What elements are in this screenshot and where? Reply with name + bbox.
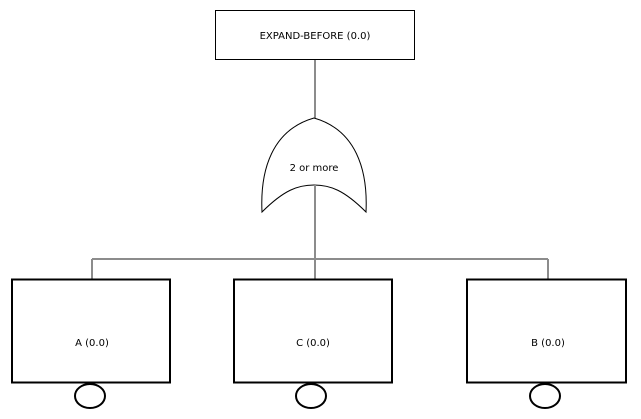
event-c-box[interactable]: [233, 278, 393, 384]
basic-event-c[interactable]: C (0.0): [233, 278, 393, 409]
top-event-node[interactable]: EXPAND-BEFORE (0.0): [215, 10, 415, 60]
event-a-circle-icon: [74, 383, 106, 409]
event-b-label: B (0.0): [531, 338, 565, 349]
event-c-circle-icon: [295, 383, 327, 409]
top-event-box[interactable]: [215, 10, 415, 60]
event-a-label: A (0.0): [75, 338, 109, 349]
voting-or-gate[interactable]: 2 or more: [261, 117, 367, 214]
event-c-label: C (0.0): [296, 338, 330, 349]
basic-event-b[interactable]: B (0.0): [466, 278, 627, 409]
event-b-circle-icon: [529, 383, 561, 409]
top-event-label: EXPAND-BEFORE (0.0): [260, 31, 371, 42]
gate-shape[interactable]: [261, 117, 367, 214]
event-a-box[interactable]: [11, 278, 171, 384]
gate-label: 2 or more: [290, 163, 339, 174]
event-b-box[interactable]: [466, 278, 627, 384]
basic-event-a[interactable]: A (0.0): [11, 278, 171, 409]
